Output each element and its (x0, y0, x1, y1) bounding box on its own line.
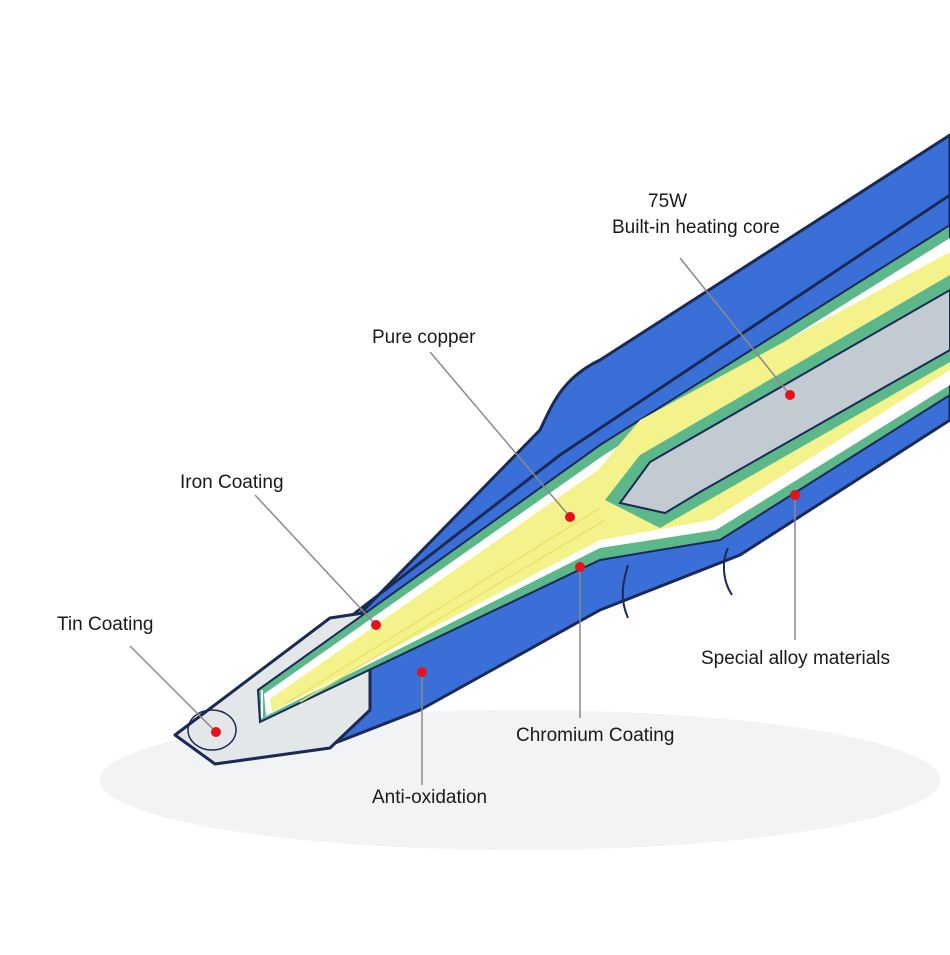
leader-heating-core (679, 257, 791, 396)
dot-chromium (575, 562, 585, 572)
label-iron-coating: Iron Coating (180, 472, 284, 493)
leader-iron-coating (254, 494, 377, 626)
dot-tin-coating (211, 727, 221, 737)
label-heating-core: Built-in heating core (612, 217, 780, 238)
dot-iron-coating (371, 620, 381, 630)
shoulder-ring-2 (722, 547, 733, 596)
inner-contour-line (319, 193, 950, 642)
copper-streak-1 (284, 507, 601, 705)
heating-core (618, 288, 950, 515)
label-anti-oxidation: Anti-oxidation (372, 787, 487, 808)
dot-pure-copper (565, 512, 575, 522)
leader-lines (129, 257, 796, 785)
label-power: 75W (648, 191, 687, 212)
label-chromium: Chromium Coating (516, 725, 674, 746)
leader-tin-coating (129, 645, 217, 733)
copper-layer (270, 252, 950, 712)
dot-anti-oxidation (417, 667, 427, 677)
marker-dots (211, 390, 800, 737)
dot-special-alloy (790, 490, 800, 500)
tip-contact-ring (187, 709, 237, 751)
copper-streak-2 (299, 519, 606, 703)
leader-pure-copper (429, 351, 571, 518)
shoulder-ring (621, 564, 629, 619)
dot-heating-core (785, 390, 795, 400)
label-tin-coating: Tin Coating (57, 614, 153, 635)
label-pure-copper: Pure copper (372, 327, 476, 348)
label-special-alloy: Special alloy materials (701, 648, 890, 669)
